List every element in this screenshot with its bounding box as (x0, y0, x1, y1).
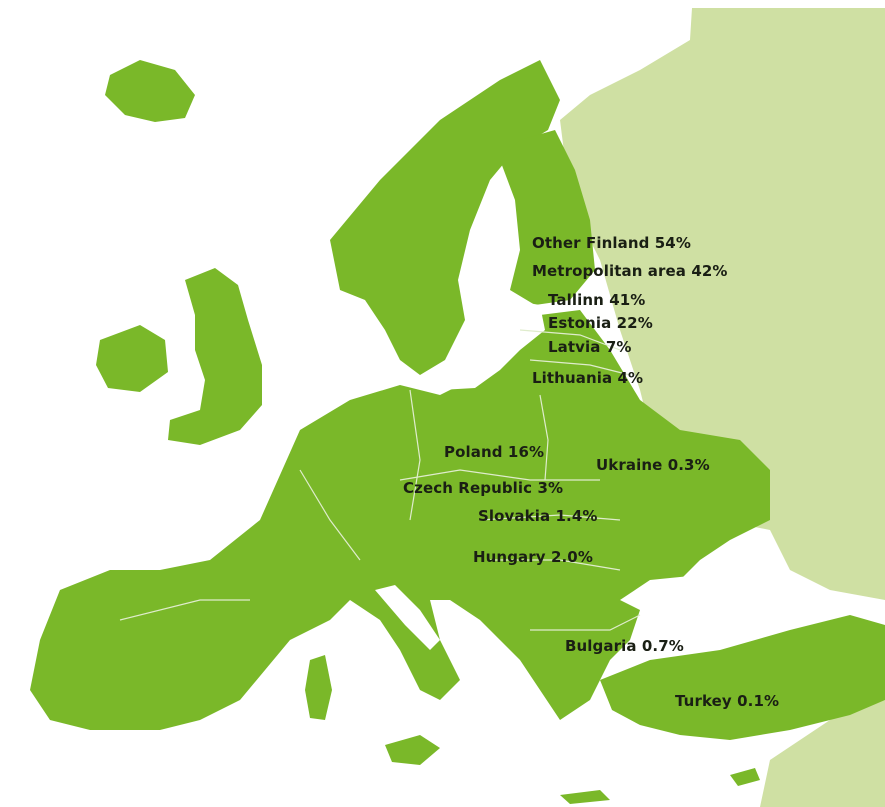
land-sicily (385, 735, 440, 765)
label-slovakia: Slovakia 1.4% (478, 507, 598, 525)
border-line (530, 614, 641, 631)
sea-adriatic (375, 585, 440, 650)
label-ukraine: Ukraine 0.3% (596, 456, 710, 474)
land-turkey (600, 615, 885, 740)
land-great-britain (168, 268, 262, 445)
border-line (539, 394, 549, 481)
land-scandinavia (330, 60, 560, 375)
region-east (560, 8, 885, 807)
border-line (519, 329, 621, 351)
land-ireland (96, 325, 168, 392)
label-other-finland: Other Finland 54% (532, 234, 691, 252)
label-estonia: Estonia 22% (548, 314, 653, 332)
border-line (490, 559, 621, 571)
label-poland: Poland 16% (444, 443, 545, 461)
border-line (479, 514, 621, 521)
label-lithuania: Lithuania 4% (532, 369, 644, 387)
label-hungary: Hungary 2.0% (473, 548, 593, 566)
label-turkey: Turkey 0.1% (675, 692, 780, 710)
border-line (299, 469, 361, 561)
country-borders (119, 329, 641, 631)
land-cyprus (730, 768, 760, 786)
border-line (529, 359, 631, 376)
sea-black (620, 575, 760, 620)
border-line (119, 599, 250, 621)
label-tallinn: Tallinn 41% (548, 291, 646, 309)
land-crete (560, 790, 610, 804)
land-iceland (105, 60, 195, 122)
label-czech-republic: Czech Republic 3% (403, 479, 564, 497)
land-finland (500, 130, 595, 305)
border-line (409, 389, 421, 521)
label-bulgaria: Bulgaria 0.7% (565, 637, 684, 655)
label-latvia: Latvia 7% (548, 338, 632, 356)
border-line (399, 469, 600, 481)
land-sardinia (305, 655, 332, 720)
label-metropolitan-area: Metropolitan area 42% (532, 262, 728, 280)
sea-baltic (440, 300, 545, 390)
land-continent (30, 310, 770, 730)
